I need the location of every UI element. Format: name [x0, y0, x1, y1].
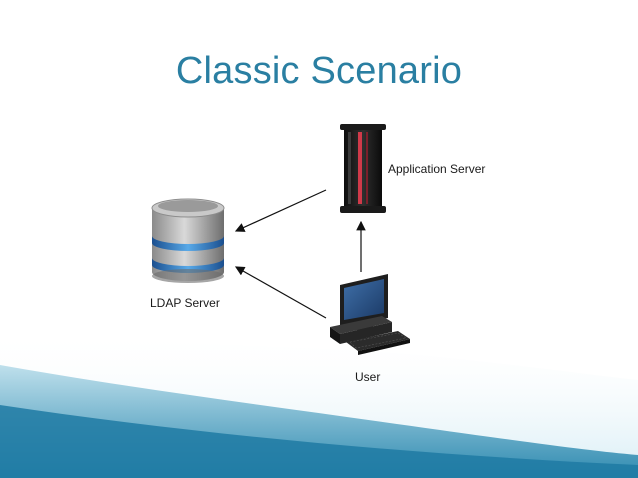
slide-title: Classic Scenario	[175, 50, 463, 92]
application-server-label: Application Server	[388, 162, 486, 176]
edge-appserver-to-ldap	[234, 189, 327, 232]
ldap-server-label: LDAP Server	[150, 296, 220, 310]
desktop-computer-icon	[330, 274, 410, 355]
database-icon	[151, 198, 225, 283]
edge-user-to-ldap	[234, 266, 327, 319]
user-label: User	[355, 370, 381, 384]
server-tower-icon	[340, 124, 386, 213]
